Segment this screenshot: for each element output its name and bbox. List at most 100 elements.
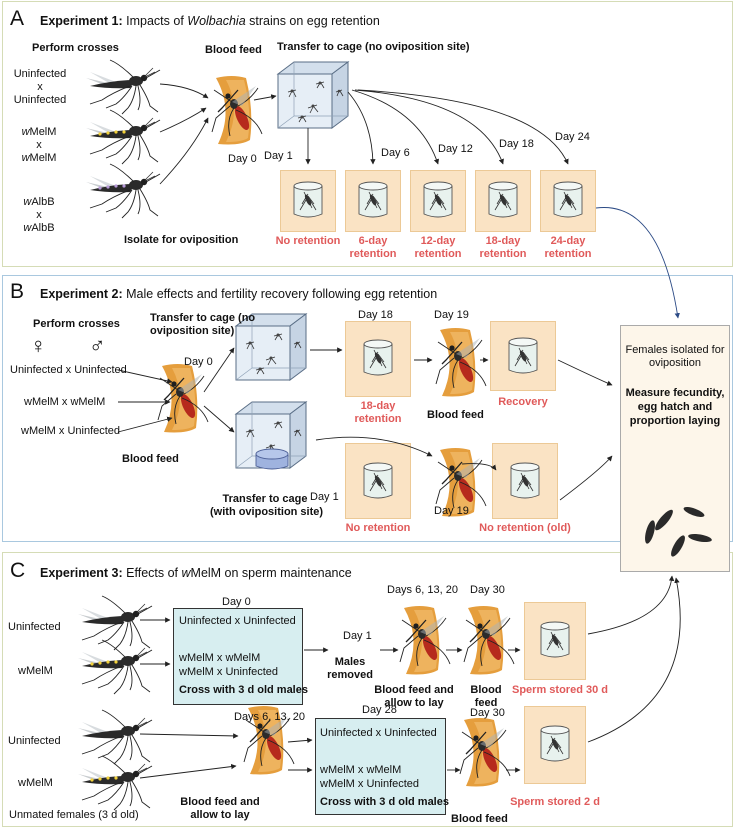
result-label: 18-day retention <box>354 400 402 425</box>
result-label: No retention (old) <box>479 522 571 534</box>
blood-feed-label: Blood feed <box>122 453 179 465</box>
blood-feeding-mosquito-icon <box>157 363 209 434</box>
day-label: Day 1 <box>310 491 339 503</box>
transfer-no-site-label: Transfer to cage (no oviposition site) <box>150 312 256 337</box>
result-label: 24-day retention <box>544 235 592 260</box>
panel-experiment-3 <box>2 552 733 827</box>
cross-label: Uninfected x Uninfected <box>10 364 127 376</box>
result-label: 6-day retention <box>349 235 397 260</box>
result-label: Sperm stored 30 d <box>512 684 608 696</box>
day-label: Day 30 <box>470 584 505 596</box>
result-label: 18-day retention <box>479 235 527 260</box>
panel-c-title: Experiment 3: Effects of wMelM on sperm … <box>40 566 352 580</box>
cage-icon <box>235 401 307 470</box>
perform-crosses-label: Perform crosses <box>33 318 120 330</box>
cross-box-line: Uninfected x Uninfected <box>179 615 296 627</box>
oviposition-cup-icon <box>510 462 540 499</box>
panel-letter-a: A <box>10 7 25 30</box>
cross-box-line: wMelM x wMelM <box>179 652 261 664</box>
panel-letter-c: C <box>10 559 26 582</box>
cross-box-2 <box>315 718 446 815</box>
unmated-label: Unmated females (3 d old) <box>9 809 139 821</box>
result-label: 12-day retention <box>414 235 462 260</box>
mosquito-icon <box>77 755 153 811</box>
blood-feed-lay-label: Blood feed and allow to lay <box>374 684 454 709</box>
wmelm-label: wMelM <box>18 665 53 677</box>
day-label: Day 30 <box>470 707 505 719</box>
mosquito-icon <box>85 59 161 115</box>
cross-label: wMelM x wMelM <box>24 396 106 408</box>
uninfected-label: Uninfected <box>8 621 61 633</box>
result-label: No retention <box>345 522 411 534</box>
day-label: Day 24 <box>555 131 590 143</box>
male-symbol-icon: ♂ <box>89 333 106 358</box>
blood-feed-label: Blood feed <box>427 409 484 421</box>
cross-box-line: wMelM x Uninfected <box>179 666 279 678</box>
cross-box-line: wMelM x Uninfected <box>320 778 420 790</box>
oviposition-cup-icon <box>293 181 583 218</box>
perform-crosses-label: Perform crosses <box>32 42 119 54</box>
day-label: Day 12 <box>438 143 473 155</box>
cross-box-line: wMelM x wMelM <box>320 764 402 776</box>
blood-feed-label: Blood feed <box>470 684 502 709</box>
transfer-cage-label: Transfer to cage (no oviposition site) <box>277 41 470 53</box>
blood-feed-label: Blood feed <box>205 44 262 56</box>
day-label: Day 1 <box>343 630 372 642</box>
day-label: Day 19 <box>434 309 469 321</box>
day-label: Days 6, 13, 20 <box>387 584 458 596</box>
mosquito-icon <box>77 709 153 765</box>
mosquito-icon <box>85 163 161 219</box>
oviposition-cup-icon <box>540 725 570 762</box>
blood-feeding-mosquito-icon <box>459 717 511 788</box>
day-label: Day 18 <box>499 138 534 150</box>
uninfected-label: Uninfected <box>8 735 61 747</box>
isolate-label: Isolate for oviposition <box>124 234 239 246</box>
output-box <box>620 325 730 572</box>
day-label: Day 19 <box>434 505 469 517</box>
panel-letter-b: B <box>10 280 25 303</box>
day-0-label: Day 0 <box>184 356 213 368</box>
males-removed-label: Males removed <box>327 656 373 681</box>
result-label: Recovery <box>498 396 548 408</box>
egg-icon <box>645 507 712 557</box>
isolated-label: Females isolated for oviposition <box>625 344 725 369</box>
oviposition-cup-icon <box>363 462 393 499</box>
cup-tile-c2 <box>524 706 586 784</box>
measure-label: Measure fecundity, egg hatch and proport… <box>625 387 725 427</box>
panel-b-title: Experiment 2: Male effects and fertility… <box>40 287 438 301</box>
blood-feeding-mosquito-icon <box>399 605 451 676</box>
oviposition-cup-icon <box>508 337 538 374</box>
cup-tile-a3 <box>410 170 466 232</box>
blood-feeding-mosquito-icon <box>211 75 263 146</box>
cross-box-line: Uninfected x Uninfected <box>320 727 437 739</box>
cup-tile-a4 <box>475 170 531 232</box>
wmelm-label: wMelM <box>18 777 53 789</box>
blood-feeding-mosquito-icon <box>463 605 515 676</box>
day-label: Day 18 <box>358 309 393 321</box>
panel-a-title: Experiment 1: Impacts of Wolbachia strai… <box>40 14 380 28</box>
transfer-with-site-label: Transfer to cage (with oviposition site) <box>210 493 324 518</box>
cross-box-bold: Cross with 3 d old males <box>320 796 449 808</box>
mosquito-icon <box>77 595 153 651</box>
panel-experiment-2 <box>2 275 733 542</box>
mosquito-icon <box>77 639 153 695</box>
oviposition-cup-icon <box>363 339 393 376</box>
blood-feeding-mosquito-icon <box>435 327 487 398</box>
cross-label: wMelM x Uninfected <box>21 425 121 437</box>
blood-feed-label: Blood feed <box>451 813 508 825</box>
cross-box-bold: Cross with 3 d old males <box>179 684 308 696</box>
oviposition-cup-icon <box>540 621 570 658</box>
day-label: Days 6, 13, 20 <box>234 711 305 723</box>
result-label: No retention <box>275 235 341 247</box>
panel-experiment-1 <box>2 1 733 267</box>
blood-feed-lay-label: Blood feed and allow to lay <box>180 796 260 821</box>
result-label: Sperm stored 2 d <box>510 796 600 808</box>
cross-box-1 <box>173 608 303 705</box>
day-0-label: Day 0 <box>228 153 257 165</box>
day-label: Day 6 <box>381 147 410 159</box>
day-label: Day 28 <box>362 704 397 716</box>
